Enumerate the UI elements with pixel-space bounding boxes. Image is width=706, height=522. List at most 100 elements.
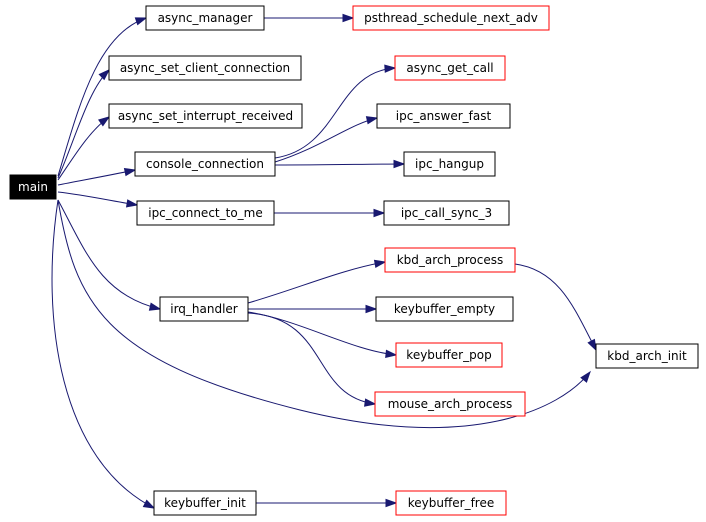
edge-arrowhead — [365, 304, 378, 314]
edge-arrowhead — [98, 116, 111, 127]
node-kbd-arch-process[interactable]: kbd_arch_process — [384, 247, 516, 273]
node-box — [374, 391, 526, 417]
edge-arrowhead — [393, 159, 406, 169]
edge-line — [247, 261, 386, 304]
edge-arrowhead — [365, 116, 379, 125]
node-box — [395, 490, 507, 516]
node-label: kbd_arch_init — [607, 349, 687, 363]
edge-arrowhead — [373, 259, 387, 268]
node-label: keybuffer_free — [408, 496, 494, 510]
node-label: main — [18, 180, 48, 194]
edge-line — [57, 17, 147, 177]
edge-console_connection-to-ipc_answer_fast — [274, 116, 379, 163]
node-async-get-call[interactable]: async_get_call — [394, 55, 506, 81]
node-keybuffer-empty[interactable]: keybuffer_empty — [375, 296, 514, 322]
edges-layer — [51, 13, 597, 509]
node-box — [375, 296, 514, 322]
edge-console_connection-to-ipc_hangup — [274, 159, 406, 169]
node-async-set-interrupt-received[interactable]: async_set_interrupt_received — [108, 103, 303, 129]
edge-line — [274, 67, 396, 159]
node-console-connection[interactable]: console_connection — [134, 151, 276, 177]
node-ipc-call-sync-3[interactable]: ipc_call_sync_3 — [383, 200, 510, 226]
node-box — [403, 151, 496, 177]
edge-main-to-async_manager — [57, 17, 148, 177]
node-box — [352, 5, 550, 31]
node-box — [136, 200, 275, 226]
edge-main-to-async_set_client_connection — [57, 68, 111, 179]
node-box — [395, 342, 503, 368]
edge-line — [57, 169, 136, 186]
node-box — [159, 296, 249, 322]
node-label: async_set_interrupt_received — [118, 109, 293, 123]
edge-arrowhead — [123, 168, 137, 177]
node-box — [108, 103, 303, 129]
edge-irq_handler-to-keybuffer_pop — [247, 311, 398, 359]
edge-arrowhead — [580, 370, 591, 383]
edge-arrowhead — [373, 208, 386, 218]
edge-async_manager-to-psthread_schedule_next_adv — [264, 13, 355, 23]
node-label: ipc_connect_to_me — [148, 206, 263, 220]
edge-line — [247, 311, 397, 356]
node-box — [384, 247, 516, 273]
node-psthread-schedule-next-adv[interactable]: psthread_schedule_next_adv — [352, 5, 550, 31]
edge-arrowhead — [148, 302, 162, 311]
edge-line — [57, 199, 591, 428]
node-keybuffer-free[interactable]: keybuffer_free — [395, 490, 507, 516]
edge-console_connection-to-async_get_call — [274, 64, 397, 159]
edge-arrowhead — [125, 199, 139, 208]
node-label: psthread_schedule_next_adv — [364, 11, 538, 25]
node-async-manager[interactable]: async_manager — [145, 5, 265, 31]
node-label: async_set_client_connection — [120, 61, 290, 75]
edge-line — [57, 116, 110, 181]
edge-line — [514, 263, 597, 351]
edge-line — [274, 163, 405, 166]
node-label: kbd_arch_process — [397, 253, 504, 267]
edge-irq_handler-to-kbd_arch_process — [247, 259, 387, 304]
edge-arrowhead — [142, 499, 156, 509]
node-box — [134, 151, 276, 177]
node-irq-handler[interactable]: irq_handler — [159, 296, 249, 322]
edge-arrowhead — [385, 349, 398, 359]
edge-irq_handler-to-mouse_arch_process — [247, 312, 377, 407]
node-ipc-connect-to-me[interactable]: ipc_connect_to_me — [136, 200, 275, 226]
edge-irq_handler-to-keybuffer_empty — [248, 304, 378, 314]
nodes-layer: main async_manager psthread_schedule_next_… — [9, 5, 699, 516]
node-label: irq_handler — [170, 302, 238, 316]
node-label: ipc_answer_fast — [396, 109, 492, 123]
node-box — [108, 55, 302, 81]
node-ipc-hangup[interactable]: ipc_hangup — [403, 151, 496, 177]
node-keybuffer-init[interactable]: keybuffer_init — [153, 490, 257, 516]
edge-main-to-keybuffer_init — [51, 199, 156, 509]
node-box — [376, 103, 511, 129]
edge-main-to-irq_handler — [57, 199, 162, 311]
edge-line — [57, 199, 161, 310]
edge-arrowhead — [385, 498, 398, 508]
node-label: ipc_hangup — [415, 157, 484, 171]
edge-main-to-ipc_connect_to_me — [57, 191, 139, 208]
node-label: ipc_call_sync_3 — [401, 206, 492, 220]
node-kbd-arch-init[interactable]: kbd_arch_init — [595, 343, 699, 369]
edge-arrowhead — [134, 17, 148, 26]
node-label: keybuffer_init — [164, 496, 246, 510]
node-keybuffer-pop[interactable]: keybuffer_pop — [395, 342, 503, 368]
edge-line — [57, 191, 138, 206]
edge-main-to-kbd_arch_init — [57, 199, 591, 428]
node-box — [383, 200, 510, 226]
edge-line — [51, 199, 155, 509]
node-label: async_manager — [158, 11, 253, 25]
node-mouse-arch-process[interactable]: mouse_arch_process — [374, 391, 526, 417]
edge-line — [247, 312, 376, 405]
edge-arrowhead — [384, 64, 397, 73]
node-ipc-answer-fast[interactable]: ipc_answer_fast — [376, 103, 511, 129]
node-label: console_connection — [146, 157, 264, 171]
edge-arrowhead — [342, 13, 355, 23]
edge-arrowhead — [364, 398, 377, 407]
node-main[interactable]: main — [9, 174, 57, 200]
edge-main-to-async_set_interrupt_received — [57, 116, 111, 181]
node-async-set-client-connection[interactable]: async_set_client_connection — [108, 55, 302, 81]
node-label: async_get_call — [406, 61, 493, 75]
edge-main-to-console_connection — [57, 168, 137, 186]
node-label: mouse_arch_process — [388, 397, 513, 411]
node-box — [9, 174, 57, 200]
